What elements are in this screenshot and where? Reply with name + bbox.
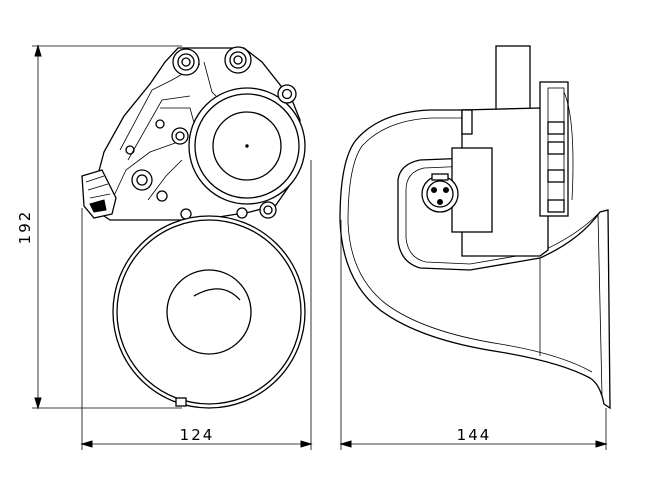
bracket-rib [111, 141, 179, 201]
front-view: 192 124 [16, 44, 313, 450]
horn-bell-front [112, 215, 306, 409]
front-width-dimension-label: 124 [180, 426, 215, 444]
driver-housing [188, 87, 306, 205]
side-width-dimension [339, 220, 608, 450]
bracket-rib [127, 95, 191, 161]
bracket-bolt [125, 145, 135, 155]
bracket-bolt [155, 119, 165, 129]
top-mount-hole-right [224, 46, 252, 74]
terminal-block [451, 147, 493, 233]
driver-cap-rim [563, 91, 574, 201]
front-width-dimension [80, 160, 313, 450]
horn-spiral-inner [347, 117, 593, 373]
height-dimension [32, 44, 182, 410]
bracket-bolt [156, 190, 168, 202]
height-dimension-label: 192 [16, 210, 34, 245]
top-mount-hole-left [172, 48, 200, 76]
side-view: 144 [339, 45, 611, 450]
bracket-bolt [171, 127, 189, 145]
front-connector [81, 169, 117, 219]
horn-spiral-outer [339, 109, 611, 410]
bracket-bolt [131, 169, 153, 191]
side-width-dimension-label: 144 [457, 426, 492, 444]
horn-spiral-inner [405, 165, 599, 265]
housing-bolt [259, 201, 277, 219]
side-bolt [461, 109, 565, 213]
bracket-rib [147, 159, 183, 201]
housing-bolt [277, 84, 297, 104]
housing-bolt [236, 207, 248, 219]
side-connector [421, 173, 459, 213]
horn-bell-lip [597, 213, 603, 397]
